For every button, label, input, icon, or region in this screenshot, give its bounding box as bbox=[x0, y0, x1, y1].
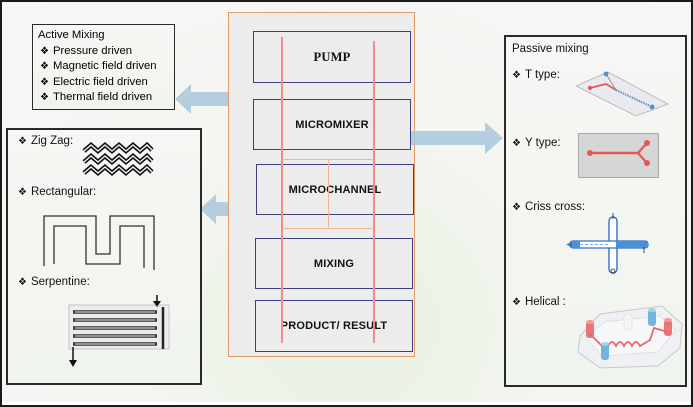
geometry-item-rectangular: ❖Rectangular: bbox=[18, 186, 96, 198]
passive-item-helical: ❖Helical : bbox=[512, 296, 566, 308]
bullet-icon: ❖ bbox=[512, 70, 521, 81]
criss-cross-mixer-icon bbox=[566, 213, 649, 274]
channel-geometry-box: ❖Zig Zag: ❖Rectangular: ❖Serpentine: bbox=[6, 128, 202, 385]
item-label: Helical : bbox=[524, 296, 566, 308]
passive-item-y-type: ❖Y type: bbox=[512, 137, 561, 149]
flow-line-left bbox=[281, 37, 283, 343]
passive-mixing-title: Passive mixing bbox=[512, 43, 589, 55]
item-label: Magnetic field driven bbox=[52, 60, 157, 72]
item-label: Electric field driven bbox=[52, 75, 148, 88]
t-type-mixer-icon bbox=[575, 71, 669, 117]
item-label: Pressure driven bbox=[52, 44, 133, 57]
item-label: Rectangular: bbox=[30, 186, 97, 198]
passive-item-criss-cross: ❖Criss cross: bbox=[512, 201, 585, 213]
bullet-icon: ❖ bbox=[18, 187, 27, 198]
bullet-icon: ❖ bbox=[40, 45, 49, 57]
item-label: Thermal field driven bbox=[52, 91, 153, 103]
bullet-icon: ❖ bbox=[18, 136, 27, 147]
active-mixing-title: Active Mixing bbox=[38, 29, 105, 41]
arrow-to-passive-mixing bbox=[411, 122, 503, 154]
bullet-icon: ❖ bbox=[18, 277, 27, 288]
item-label: Y type: bbox=[524, 137, 561, 149]
process-flow-column: PUMP MICROMIXER MICROCHANNEL MIXING PROD… bbox=[228, 12, 415, 357]
passive-item-t-type: ❖T type: bbox=[512, 69, 560, 81]
active-mixing-item: ❖Pressure driven bbox=[33, 44, 174, 60]
stage-mixing: MIXING bbox=[255, 238, 413, 289]
stage-microchannel: MICROCHANNEL bbox=[256, 164, 414, 215]
bullet-icon: ❖ bbox=[40, 76, 49, 88]
geometry-item-zigzag: ❖Zig Zag: bbox=[18, 135, 73, 147]
active-mixing-item: ❖Electric field driven bbox=[33, 75, 174, 91]
serpentine-channel-icon bbox=[68, 295, 170, 367]
stage-product-result: PRODUCT/ RESULT bbox=[255, 300, 413, 352]
bullet-icon: ❖ bbox=[40, 92, 49, 103]
stage-label: MIXING bbox=[313, 257, 355, 270]
bullet-icon: ❖ bbox=[40, 61, 49, 72]
connector-bottom bbox=[282, 228, 374, 229]
bullet-icon: ❖ bbox=[512, 297, 521, 308]
arrow-to-active-mixing bbox=[175, 84, 255, 114]
zigzag-channel-icon bbox=[82, 141, 154, 176]
stage-micromixer: MICROMIXER bbox=[253, 99, 411, 150]
active-mixing-item: ❖Thermal field driven bbox=[33, 90, 174, 106]
passive-mixing-box: Passive mixing ❖T type: ❖Y type: ❖Criss … bbox=[504, 35, 687, 387]
stage-label: PUMP bbox=[313, 49, 351, 64]
stage-label: MICROMIXER bbox=[295, 118, 369, 131]
active-mixing-item: ❖Magnetic field driven bbox=[33, 59, 174, 75]
rectangular-channel-icon bbox=[43, 215, 155, 270]
bullet-icon: ❖ bbox=[512, 138, 521, 149]
item-label: T type: bbox=[524, 69, 560, 81]
active-mixing-box: Active Mixing ❖Pressure driven ❖Magnetic… bbox=[32, 24, 175, 110]
connector-mid bbox=[328, 160, 329, 228]
bullet-icon: ❖ bbox=[512, 202, 521, 213]
helical-mixer-icon bbox=[577, 305, 683, 369]
item-label: Serpentine: bbox=[30, 276, 90, 288]
item-label: Criss cross: bbox=[524, 201, 586, 213]
stage-label: PRODUCT/ RESULT bbox=[280, 320, 388, 332]
stage-pump: PUMP bbox=[253, 31, 411, 83]
item-label: Zig Zag: bbox=[30, 135, 74, 147]
geometry-item-serpentine: ❖Serpentine: bbox=[18, 276, 90, 288]
y-type-mixer-icon bbox=[578, 133, 659, 178]
connector-top bbox=[282, 159, 374, 160]
stage-label: MICROCHANNEL bbox=[288, 183, 382, 196]
flow-line-right bbox=[373, 41, 375, 343]
